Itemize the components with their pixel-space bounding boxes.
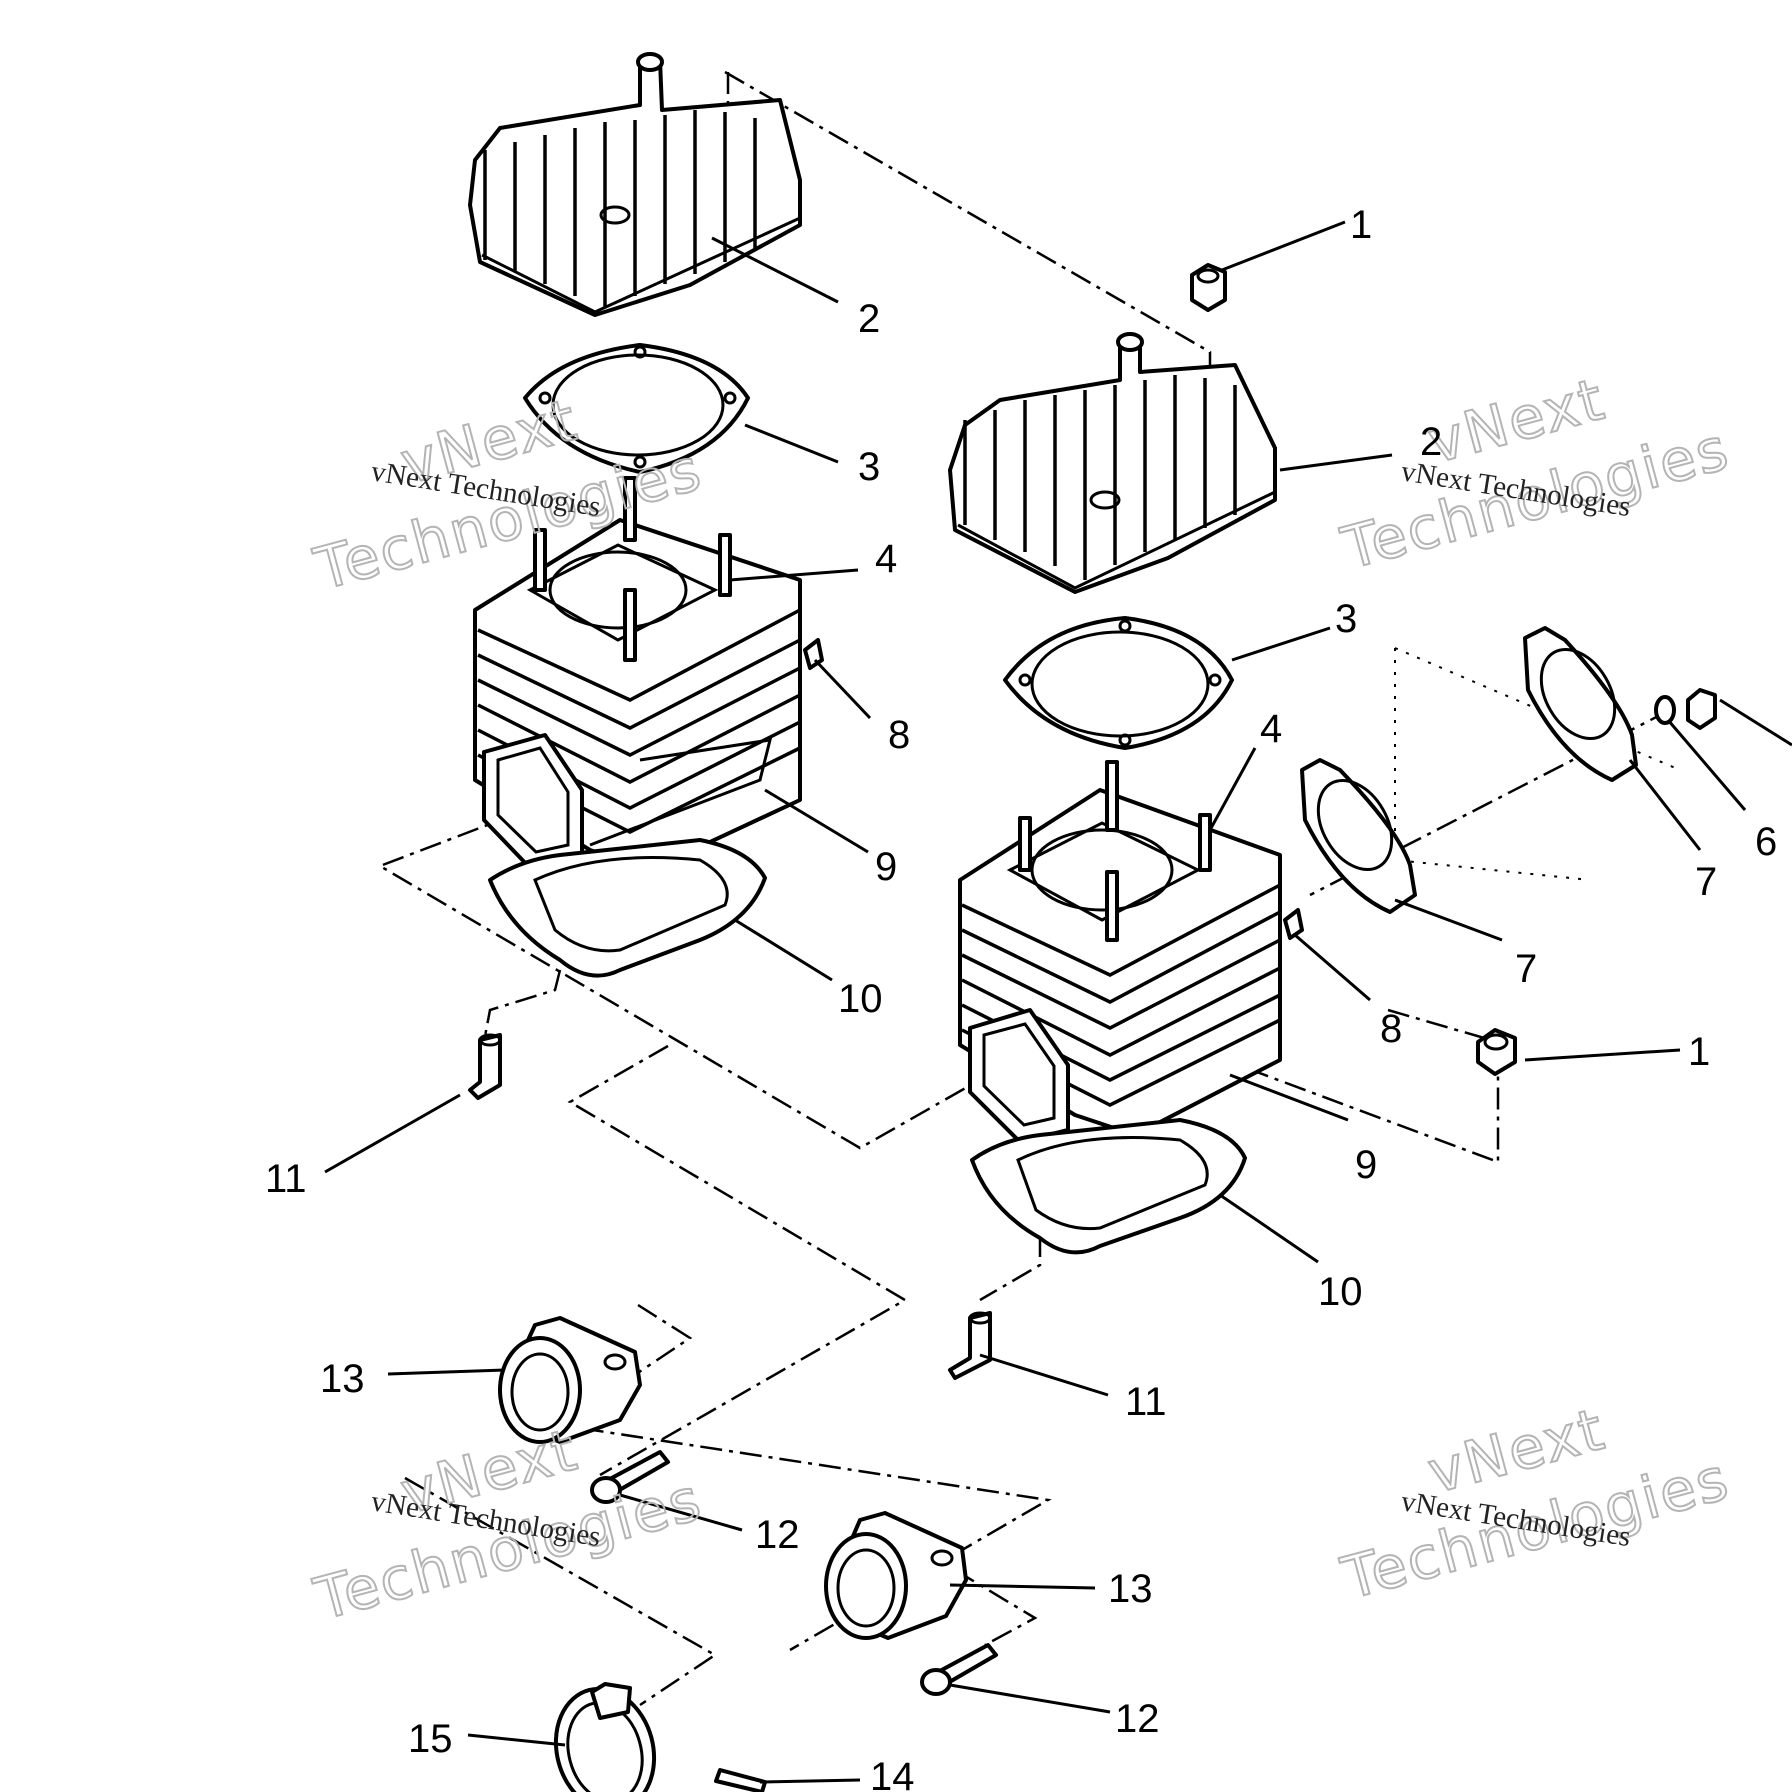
callout-1: 1 xyxy=(1350,203,1372,247)
hose-clamp xyxy=(553,1682,657,1792)
exhaust-nut xyxy=(1686,688,1717,730)
pulse-fitting-left xyxy=(468,1033,502,1100)
callout-labels: 1 1 2 2 3 3 4 4 6 7 7 8 8 9 9 10 10 11 1… xyxy=(265,203,1777,1792)
bolt-left xyxy=(590,1450,670,1504)
exhaust-gasket-left xyxy=(1300,758,1417,914)
base-gasket-left xyxy=(488,838,767,978)
cylinder-head-left xyxy=(468,52,802,317)
callout-4: 4 xyxy=(1260,707,1282,751)
leader-lines xyxy=(324,220,1792,1784)
callout-2: 2 xyxy=(858,297,880,341)
callout-8: 8 xyxy=(1380,1007,1402,1051)
bolt-right xyxy=(920,1643,998,1696)
callout-1: 1 xyxy=(1688,1030,1710,1074)
washer xyxy=(1654,695,1676,725)
exhaust-gasket-right xyxy=(1523,626,1638,782)
nut-bottom xyxy=(1476,1028,1517,1076)
callout-14: 14 xyxy=(870,1755,915,1792)
stud-right xyxy=(1283,908,1304,940)
callout-8: 8 xyxy=(888,713,910,757)
intake-boot-right xyxy=(824,1511,968,1640)
base-gasket-right xyxy=(970,1118,1247,1255)
watermark-upper-right: vNext Technologies xyxy=(1334,364,1738,584)
callout-11: 11 xyxy=(265,1157,307,1201)
callout-12: 12 xyxy=(1115,1697,1160,1741)
callout-13: 13 xyxy=(1108,1567,1153,1611)
callout-13: 13 xyxy=(320,1357,365,1401)
intake-boot-left xyxy=(498,1316,642,1444)
cylinder-head-right xyxy=(948,332,1277,594)
cylinder-right xyxy=(958,760,1282,1144)
nut-top xyxy=(1190,263,1227,312)
callout-12: 12 xyxy=(755,1513,800,1557)
callout-7: 7 xyxy=(1695,860,1717,904)
pulse-fitting-right xyxy=(948,1311,992,1380)
callout-3: 3 xyxy=(1335,597,1357,641)
clamp-screw xyxy=(714,1768,767,1792)
callout-10: 10 xyxy=(1318,1270,1363,1314)
callout-9: 9 xyxy=(875,845,897,889)
head-gasket-right xyxy=(1003,616,1234,750)
cylinder-left xyxy=(473,476,802,872)
callout-4: 4 xyxy=(875,537,897,581)
head-gasket-left xyxy=(523,343,750,474)
callout-3: 3 xyxy=(858,445,880,489)
callout-2: 2 xyxy=(1420,420,1442,464)
callout-7: 7 xyxy=(1515,947,1537,991)
callout-11: 11 xyxy=(1125,1380,1167,1424)
watermark-lower-right: vNext Technologies xyxy=(1334,1394,1738,1614)
callout-15: 15 xyxy=(408,1717,453,1761)
callout-10: 10 xyxy=(838,977,883,1021)
callout-9: 9 xyxy=(1355,1143,1377,1187)
callout-6: 6 xyxy=(1755,820,1777,864)
